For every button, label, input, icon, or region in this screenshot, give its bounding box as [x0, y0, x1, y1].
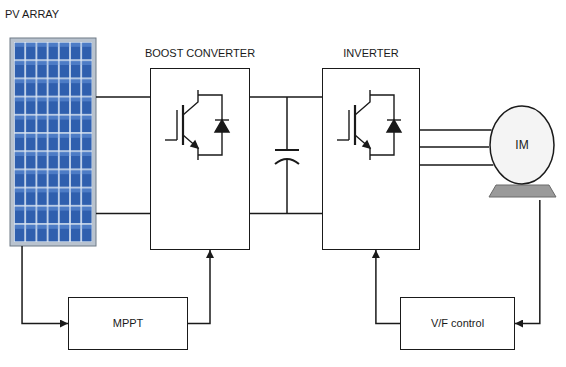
motor-outline [490, 106, 554, 184]
label-holder: V/F control [401, 298, 514, 349]
label-holder: IM [489, 105, 555, 185]
signal-arrow [22, 246, 68, 324]
block-label: IM [515, 139, 528, 152]
block-heading: PV ARRAY [5, 8, 59, 21]
motor-base [489, 185, 556, 197]
control-box: V/F control [400, 297, 515, 350]
motor-circle: IM [489, 105, 555, 185]
igbt-symbol [165, 90, 229, 160]
signal-arrow [188, 250, 210, 324]
power-wire [96, 97, 150, 213]
block-heading: INVERTER [343, 47, 398, 60]
block-heading: BOOST CONVERTER [145, 47, 255, 60]
converter-block: INVERTER [322, 68, 420, 250]
signal-arrow [515, 200, 540, 324]
power-wire [250, 97, 322, 213]
block-label: V/F control [431, 317, 484, 330]
capacitor-symbol [275, 97, 299, 213]
converter-block: BOOST CONVERTER [150, 68, 250, 250]
igbt-symbol [337, 90, 401, 160]
solar-cells [14, 42, 92, 242]
label-holder: MPPT [69, 298, 187, 349]
panel-frame [10, 38, 96, 246]
converter-block: PV ARRAY [10, 38, 96, 246]
signal-arrow [376, 250, 400, 324]
control-box: MPPT [68, 297, 188, 350]
block-label: MPPT [113, 317, 144, 330]
power-wire [420, 130, 493, 165]
